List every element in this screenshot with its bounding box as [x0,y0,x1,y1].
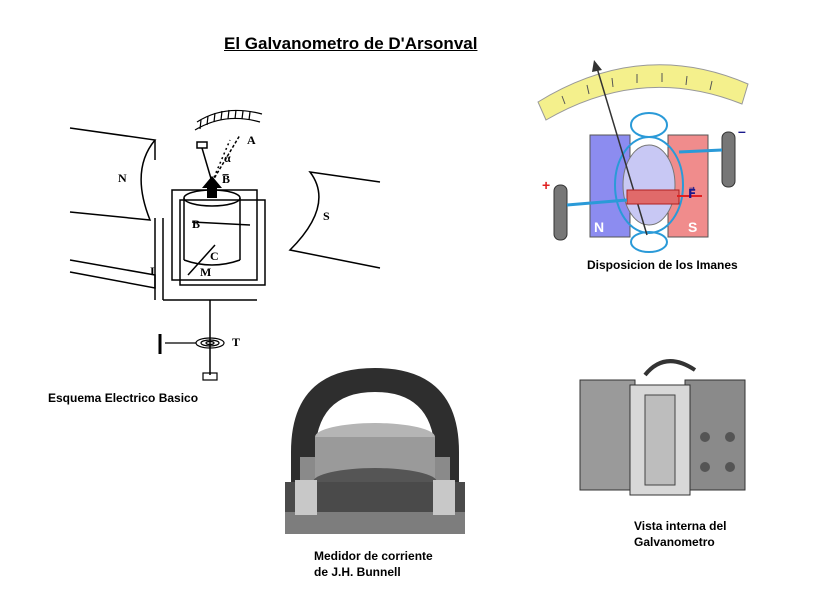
label-b: B [192,217,200,231]
label-c: C [210,249,219,263]
positive-terminal [553,184,568,241]
north-label: N [594,219,604,235]
label-b-arrow: B̅ [222,172,230,186]
armature-core [622,144,676,226]
positive-wire [566,198,628,207]
plus-label: + [542,177,550,193]
pointer [196,134,241,183]
bunnell-meter-image [285,368,465,534]
pointer-tip [592,60,602,72]
force-label: F⃗ [688,187,696,201]
scale-arc [194,109,263,131]
bunnell-caption-line2: de J.H. Bunnell [314,565,401,579]
scale-band [537,64,749,121]
galvanometer-internal-image [579,359,746,496]
north-pole-piece [69,127,157,289]
north-label: N [118,171,127,185]
field-lines [614,112,684,253]
coil-winding [626,189,680,205]
magnet-diagram: N S F⃗ + – [537,60,749,253]
label-t: T [232,335,240,349]
negative-terminal [721,131,736,188]
coil [154,189,266,375]
schematic-diagram: N S A α B̅ B C M I [69,109,381,381]
south-label: S [688,219,697,235]
internal-caption-line2: Galvanometro [634,535,715,549]
bunnell-caption-line1: Medidor de corriente [314,549,433,563]
scale-ticks [561,73,713,105]
label-m: M [200,265,211,279]
internal-caption-line1: Vista interna del [634,519,727,533]
south-label: S [323,209,330,223]
negative-wire [678,148,723,154]
label-i: I [150,264,155,278]
south-pole-piece [288,170,381,269]
page-title: El Galvanometro de D'Arsonval [224,34,478,53]
magnets-caption: Disposicion de los Imanes [587,258,738,272]
spring [158,334,225,381]
schematic-caption: Esquema Electrico Basico [48,391,199,405]
field-arrow [202,176,222,198]
pointer-arrow [596,67,648,236]
label-a: A [247,133,256,147]
label-alpha: α [224,151,231,165]
minus-label: – [738,123,746,139]
